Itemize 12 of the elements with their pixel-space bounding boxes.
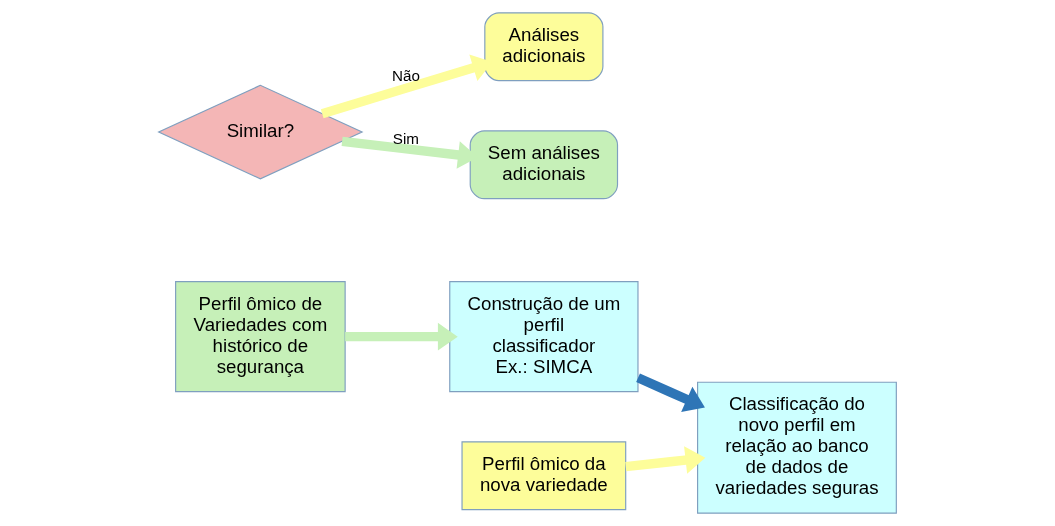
node-box: Perfil ômico de Variedades com histórico de segurança (175, 281, 346, 393)
node-box: Construção de um perfil classificador Ex.: SIMCA (449, 281, 639, 393)
arrow (345, 322, 458, 351)
node-box: Perfil ômico da nova variedade (461, 441, 627, 511)
edge-label: Não (391, 67, 420, 85)
node-diamond: Similar? (157, 84, 364, 180)
node-box: Classificação do novo perfil em relação ao banco de dados de variedades seguras (697, 381, 897, 514)
arrow (625, 446, 706, 474)
arrow (636, 373, 705, 413)
node-box: Análises adicionais (484, 12, 604, 82)
node-box: Sem análises adicionais (469, 130, 619, 200)
edge-label: Sim (392, 130, 419, 148)
